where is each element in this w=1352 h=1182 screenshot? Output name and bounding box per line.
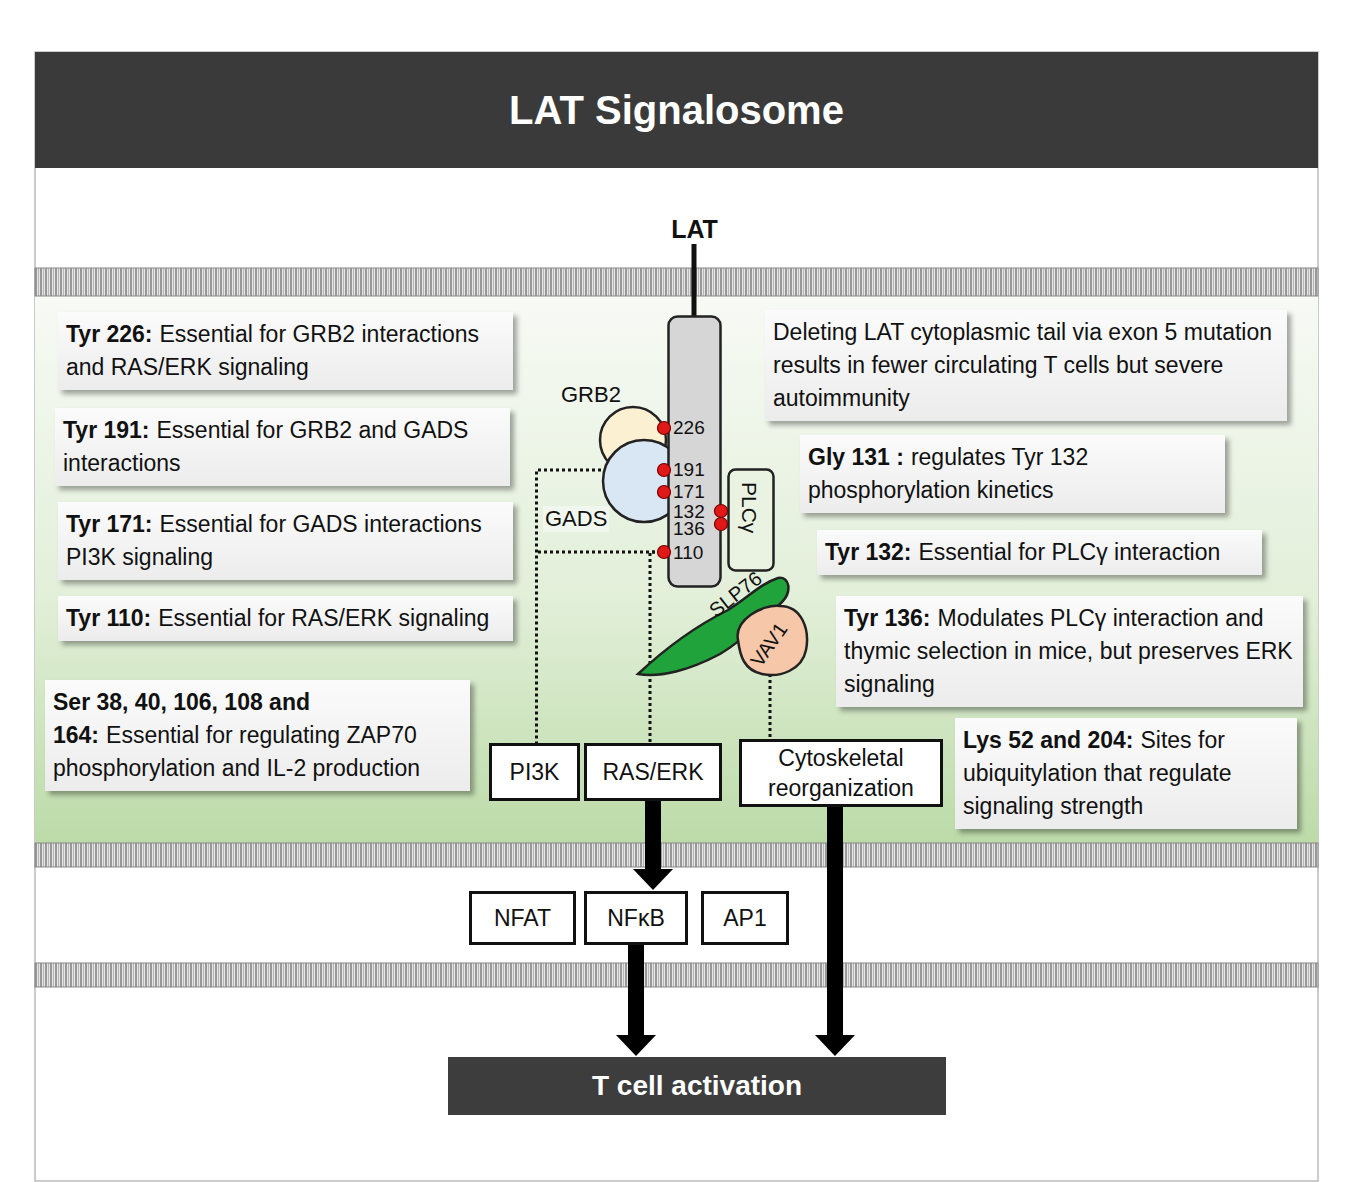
annotation-text: Essential for RAS/ERK signaling xyxy=(158,605,489,631)
residue-number: 226 xyxy=(673,418,705,437)
pathway-box: PI3K xyxy=(489,743,580,801)
protein-label: PLCγ xyxy=(737,482,761,533)
annotation-box: Tyr 132: Essential for PLCγ interaction xyxy=(817,530,1262,575)
residue-heading: Gly 131 : xyxy=(808,444,904,470)
pathway-box: RAS/ERK xyxy=(584,743,722,801)
arrow-shaft xyxy=(628,945,644,1035)
box-label: T cell activation xyxy=(592,1070,802,1102)
box-label: Cytoskeletal reorganization xyxy=(750,743,932,803)
pathway-box: AP1 xyxy=(701,891,789,945)
plcg-protein: PLCγ xyxy=(727,468,775,572)
residue-heading: Tyr 171: xyxy=(66,511,153,537)
protein-label: GRB2 xyxy=(561,382,621,408)
vav1-shape xyxy=(738,606,807,675)
membrane-band xyxy=(35,268,1318,296)
box-label: NFAT xyxy=(494,903,551,933)
annotation-box: Tyr 136:Modulates PLCγ interaction and t… xyxy=(836,596,1303,707)
frame xyxy=(35,52,1318,1181)
dotted-connector xyxy=(650,552,667,743)
box-label: NFκB xyxy=(607,903,665,933)
protein-label: LAT xyxy=(657,215,732,244)
annotation-box: Tyr 171:Essential for GADS interactions … xyxy=(58,502,513,580)
signal-arrow xyxy=(616,945,656,1056)
protein-label: GADS xyxy=(543,506,609,532)
phospho-site xyxy=(658,546,671,559)
membrane-band xyxy=(35,963,1318,987)
gads-shape xyxy=(603,440,685,522)
signal-arrow xyxy=(815,807,855,1056)
annotation-box: Deleting LAT cytoplasmic tail via exon 5… xyxy=(765,310,1287,421)
vav1-protein: VAV1 xyxy=(732,600,812,678)
phospho-site xyxy=(658,486,671,499)
residue-heading: Tyr 191: xyxy=(63,417,150,443)
dotted-connector xyxy=(769,674,772,739)
residue-number: 171 xyxy=(673,482,705,501)
annotation-text: Essential for regulating ZAP70 phosphory… xyxy=(53,722,420,781)
cytoplasm-ground xyxy=(35,296,1318,844)
residue-heading: Tyr 110: xyxy=(66,605,151,631)
phospho-site xyxy=(658,422,671,435)
arrow-shaft xyxy=(827,807,843,1035)
arrow-head xyxy=(633,869,673,890)
pathway-box: Cytoskeletal reorganization xyxy=(739,739,943,807)
lat-stem xyxy=(692,244,697,318)
pathway-box: NFAT xyxy=(469,891,576,945)
arrow-head xyxy=(616,1035,656,1056)
annotation-box: Tyr 191:Essential for GRB2 and GADS inte… xyxy=(55,408,510,486)
residue-number: 136 xyxy=(673,519,705,538)
annotation-box: Tyr 110: Essential for RAS/ERK signaling xyxy=(58,596,513,641)
annotation-text: Essential for PLCγ interaction xyxy=(919,539,1221,565)
residue-number: 110 xyxy=(673,543,703,562)
lat-body xyxy=(669,317,721,587)
phospho-site xyxy=(715,518,728,531)
residue-heading: Tyr 226: xyxy=(66,321,153,347)
annotation-text: Deleting LAT cytoplasmic tail via exon 5… xyxy=(773,319,1272,411)
box-label: RAS/ERK xyxy=(603,757,704,787)
signal-arrow xyxy=(633,801,673,890)
pathway-box: NFκB xyxy=(584,891,688,945)
box-label: AP1 xyxy=(723,903,766,933)
annotation-box: Tyr 226:Essential for GRB2 interactions … xyxy=(58,312,513,390)
plcg-shape xyxy=(729,470,774,571)
membrane-band xyxy=(35,843,1318,867)
residue-number: 191 xyxy=(673,460,705,479)
box-label: PI3K xyxy=(510,757,560,787)
residue-heading: Tyr 132: xyxy=(825,539,912,565)
annotation-box: Gly 131 :regulates Tyr 132 phosphorylati… xyxy=(800,435,1225,513)
residue-heading: Lys 52 and 204: xyxy=(963,727,1133,753)
annotation-box: Ser 38, 40, 106, 108 and 164:Essential f… xyxy=(45,680,470,791)
phospho-site xyxy=(715,505,728,518)
phospho-site xyxy=(658,464,671,477)
arrow-head xyxy=(815,1035,855,1056)
title: LAT Signalosome xyxy=(509,88,844,133)
title-bar: LAT Signalosome xyxy=(35,52,1318,168)
residue-heading: Tyr 136: xyxy=(844,605,931,631)
arrow-shaft xyxy=(645,801,661,869)
annotation-box: Lys 52 and 204:Sites for ubiquitylation … xyxy=(955,718,1297,829)
outcome-box: T cell activation xyxy=(448,1057,946,1115)
